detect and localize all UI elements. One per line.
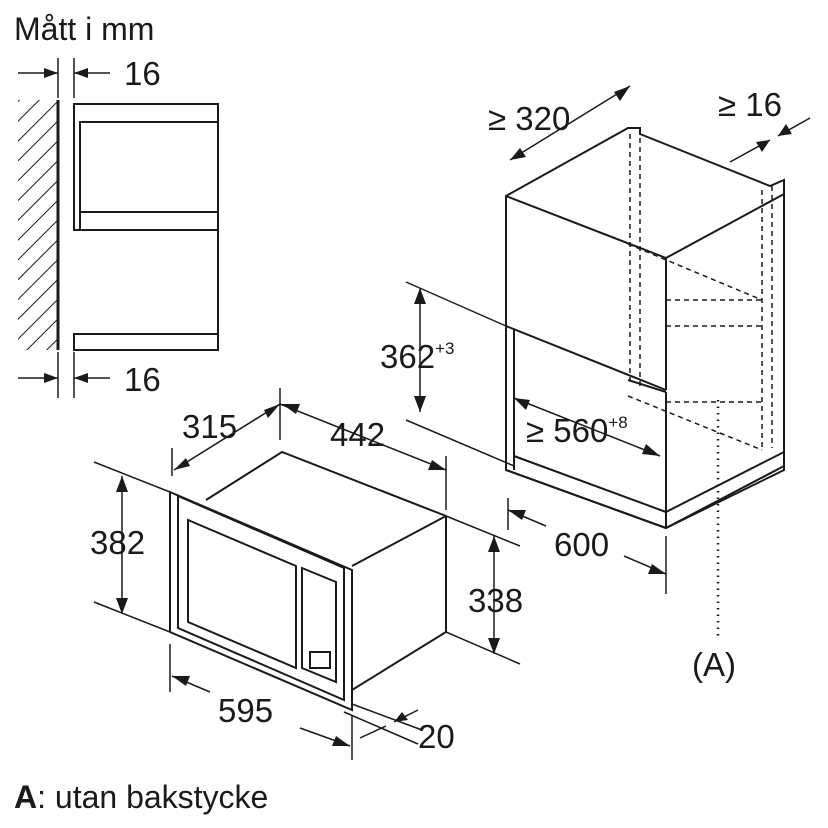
microwave-drawing: 315 442 382 338 595 20: [90, 388, 523, 760]
side-top-gap-label: 16: [124, 55, 161, 92]
frame-depth-label: 20: [418, 718, 455, 755]
frame-height-label: 382: [90, 524, 145, 561]
cabinet-drawing: ≥ 320 ≥ 16 362+3 ≥ 560+8 600 (A): [380, 85, 811, 683]
footnote-key: A: [14, 779, 37, 815]
cabinet-width-label: 600: [554, 526, 609, 563]
footnote-text: : utan bakstycke: [37, 779, 268, 815]
niche-height-label: 362+3: [380, 338, 454, 375]
oven-depth-label: 315: [182, 408, 237, 445]
side-section-view: 16 16: [18, 55, 219, 398]
wall-hatching: [18, 100, 58, 350]
oven-body-width-label: 442: [330, 416, 385, 453]
side-bottom-gap-label: 16: [124, 361, 161, 398]
frame-width-label: 595: [218, 692, 273, 729]
units-title: Mått i mm: [14, 11, 154, 47]
footnote: A: utan bakstycke: [14, 779, 268, 815]
callout-a: (A): [692, 646, 736, 683]
cabinet-gap-label: ≥ 16: [718, 86, 782, 123]
cabinet-depth-label: ≥ 320: [488, 100, 570, 137]
niche-width-label: ≥ 560+8: [526, 412, 628, 449]
body-height-label: 338: [468, 582, 523, 619]
